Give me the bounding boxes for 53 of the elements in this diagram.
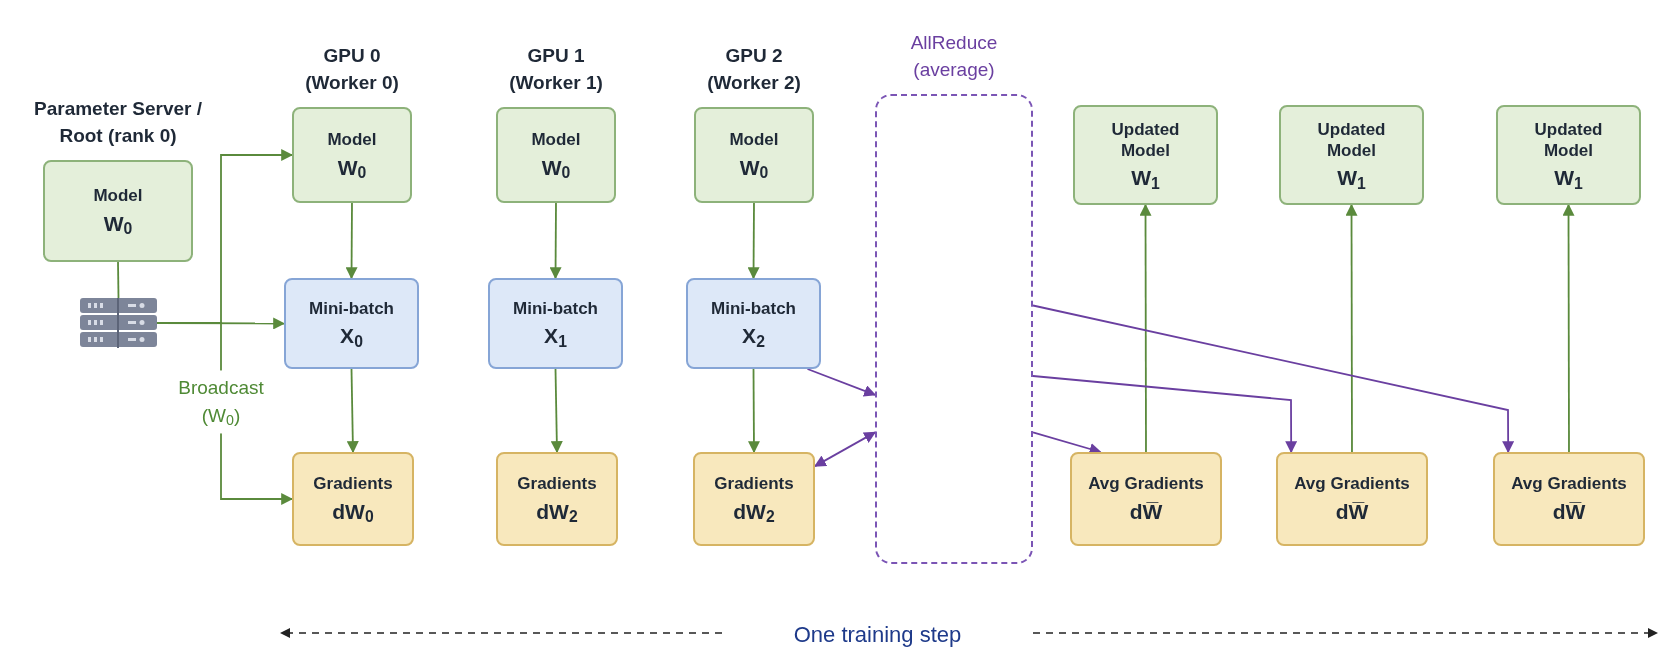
arrow xyxy=(813,431,877,467)
variable-label: X$_{0}$ xyxy=(340,323,363,350)
variable-label: W$_{1}$ xyxy=(1337,165,1366,192)
box-title: Updated Model xyxy=(1316,118,1387,162)
arrow xyxy=(550,368,563,454)
box-title: Gradients xyxy=(313,473,393,495)
arrow xyxy=(747,202,760,280)
variable-label: W$_{0}$ xyxy=(541,154,571,181)
box-title: Model xyxy=(93,185,143,207)
arrow xyxy=(345,202,358,280)
variable-label: dW$_{2}$ xyxy=(733,498,775,525)
column-heading: GPU 0 (Worker 0) xyxy=(304,43,400,96)
connector-line xyxy=(117,261,120,299)
variable-label: W$_{0}$ xyxy=(337,154,367,181)
arrow xyxy=(1562,203,1575,453)
arrow xyxy=(1032,375,1298,454)
column-heading: GPU 2 (Worker 2) xyxy=(706,43,802,96)
arrow xyxy=(1032,304,1515,454)
box-title: Mini-batch xyxy=(309,297,394,319)
variable-label: dW̅ xyxy=(1552,498,1586,525)
variable-label: dW̅ xyxy=(1335,498,1369,525)
box-title: Avg Gradients xyxy=(1088,473,1204,495)
allreduce-heading: AllReduce (average) xyxy=(909,30,999,83)
arrow xyxy=(1139,203,1152,453)
variable-label: X$_{1}$ xyxy=(544,323,567,350)
box-title: Gradients xyxy=(517,473,597,495)
variable-label: dW$_{0}$ xyxy=(332,498,374,525)
column-heading: Parameter Server / Root (rank 0) xyxy=(33,96,203,149)
column-heading: GPU 1 (Worker 1) xyxy=(508,43,604,96)
box-title: Model xyxy=(531,129,581,151)
arrow xyxy=(1032,431,1102,455)
arrow xyxy=(549,202,562,280)
box-title: Avg Gradients xyxy=(1294,473,1410,495)
variable-label: W$_{0}$ xyxy=(739,154,769,181)
arrow xyxy=(747,368,760,454)
box-title: Gradients xyxy=(714,473,794,495)
box-title: Updated Model xyxy=(1110,118,1181,162)
arrow xyxy=(1345,203,1358,453)
box-title: Mini-batch xyxy=(513,297,598,319)
box-title: Model xyxy=(327,129,377,151)
box-title: Mini-batch xyxy=(711,297,796,319)
arrow xyxy=(806,368,877,397)
variable-label: dW̅ xyxy=(1129,498,1163,525)
variable-label: dW$_{2}$ xyxy=(536,498,578,525)
variable-label: W$_{1}$ xyxy=(1554,165,1583,192)
variable-label: W$_{0}$ xyxy=(103,210,133,237)
box-title: Model xyxy=(729,129,779,151)
arrow xyxy=(346,368,359,454)
variable-label: X$_{2}$ xyxy=(742,323,765,350)
variable-label: W$_{1}$ xyxy=(1131,165,1160,192)
timeline-label: One training step xyxy=(793,621,962,649)
box-title: Avg Gradients xyxy=(1511,473,1627,495)
box-title: Updated Model xyxy=(1533,118,1604,162)
